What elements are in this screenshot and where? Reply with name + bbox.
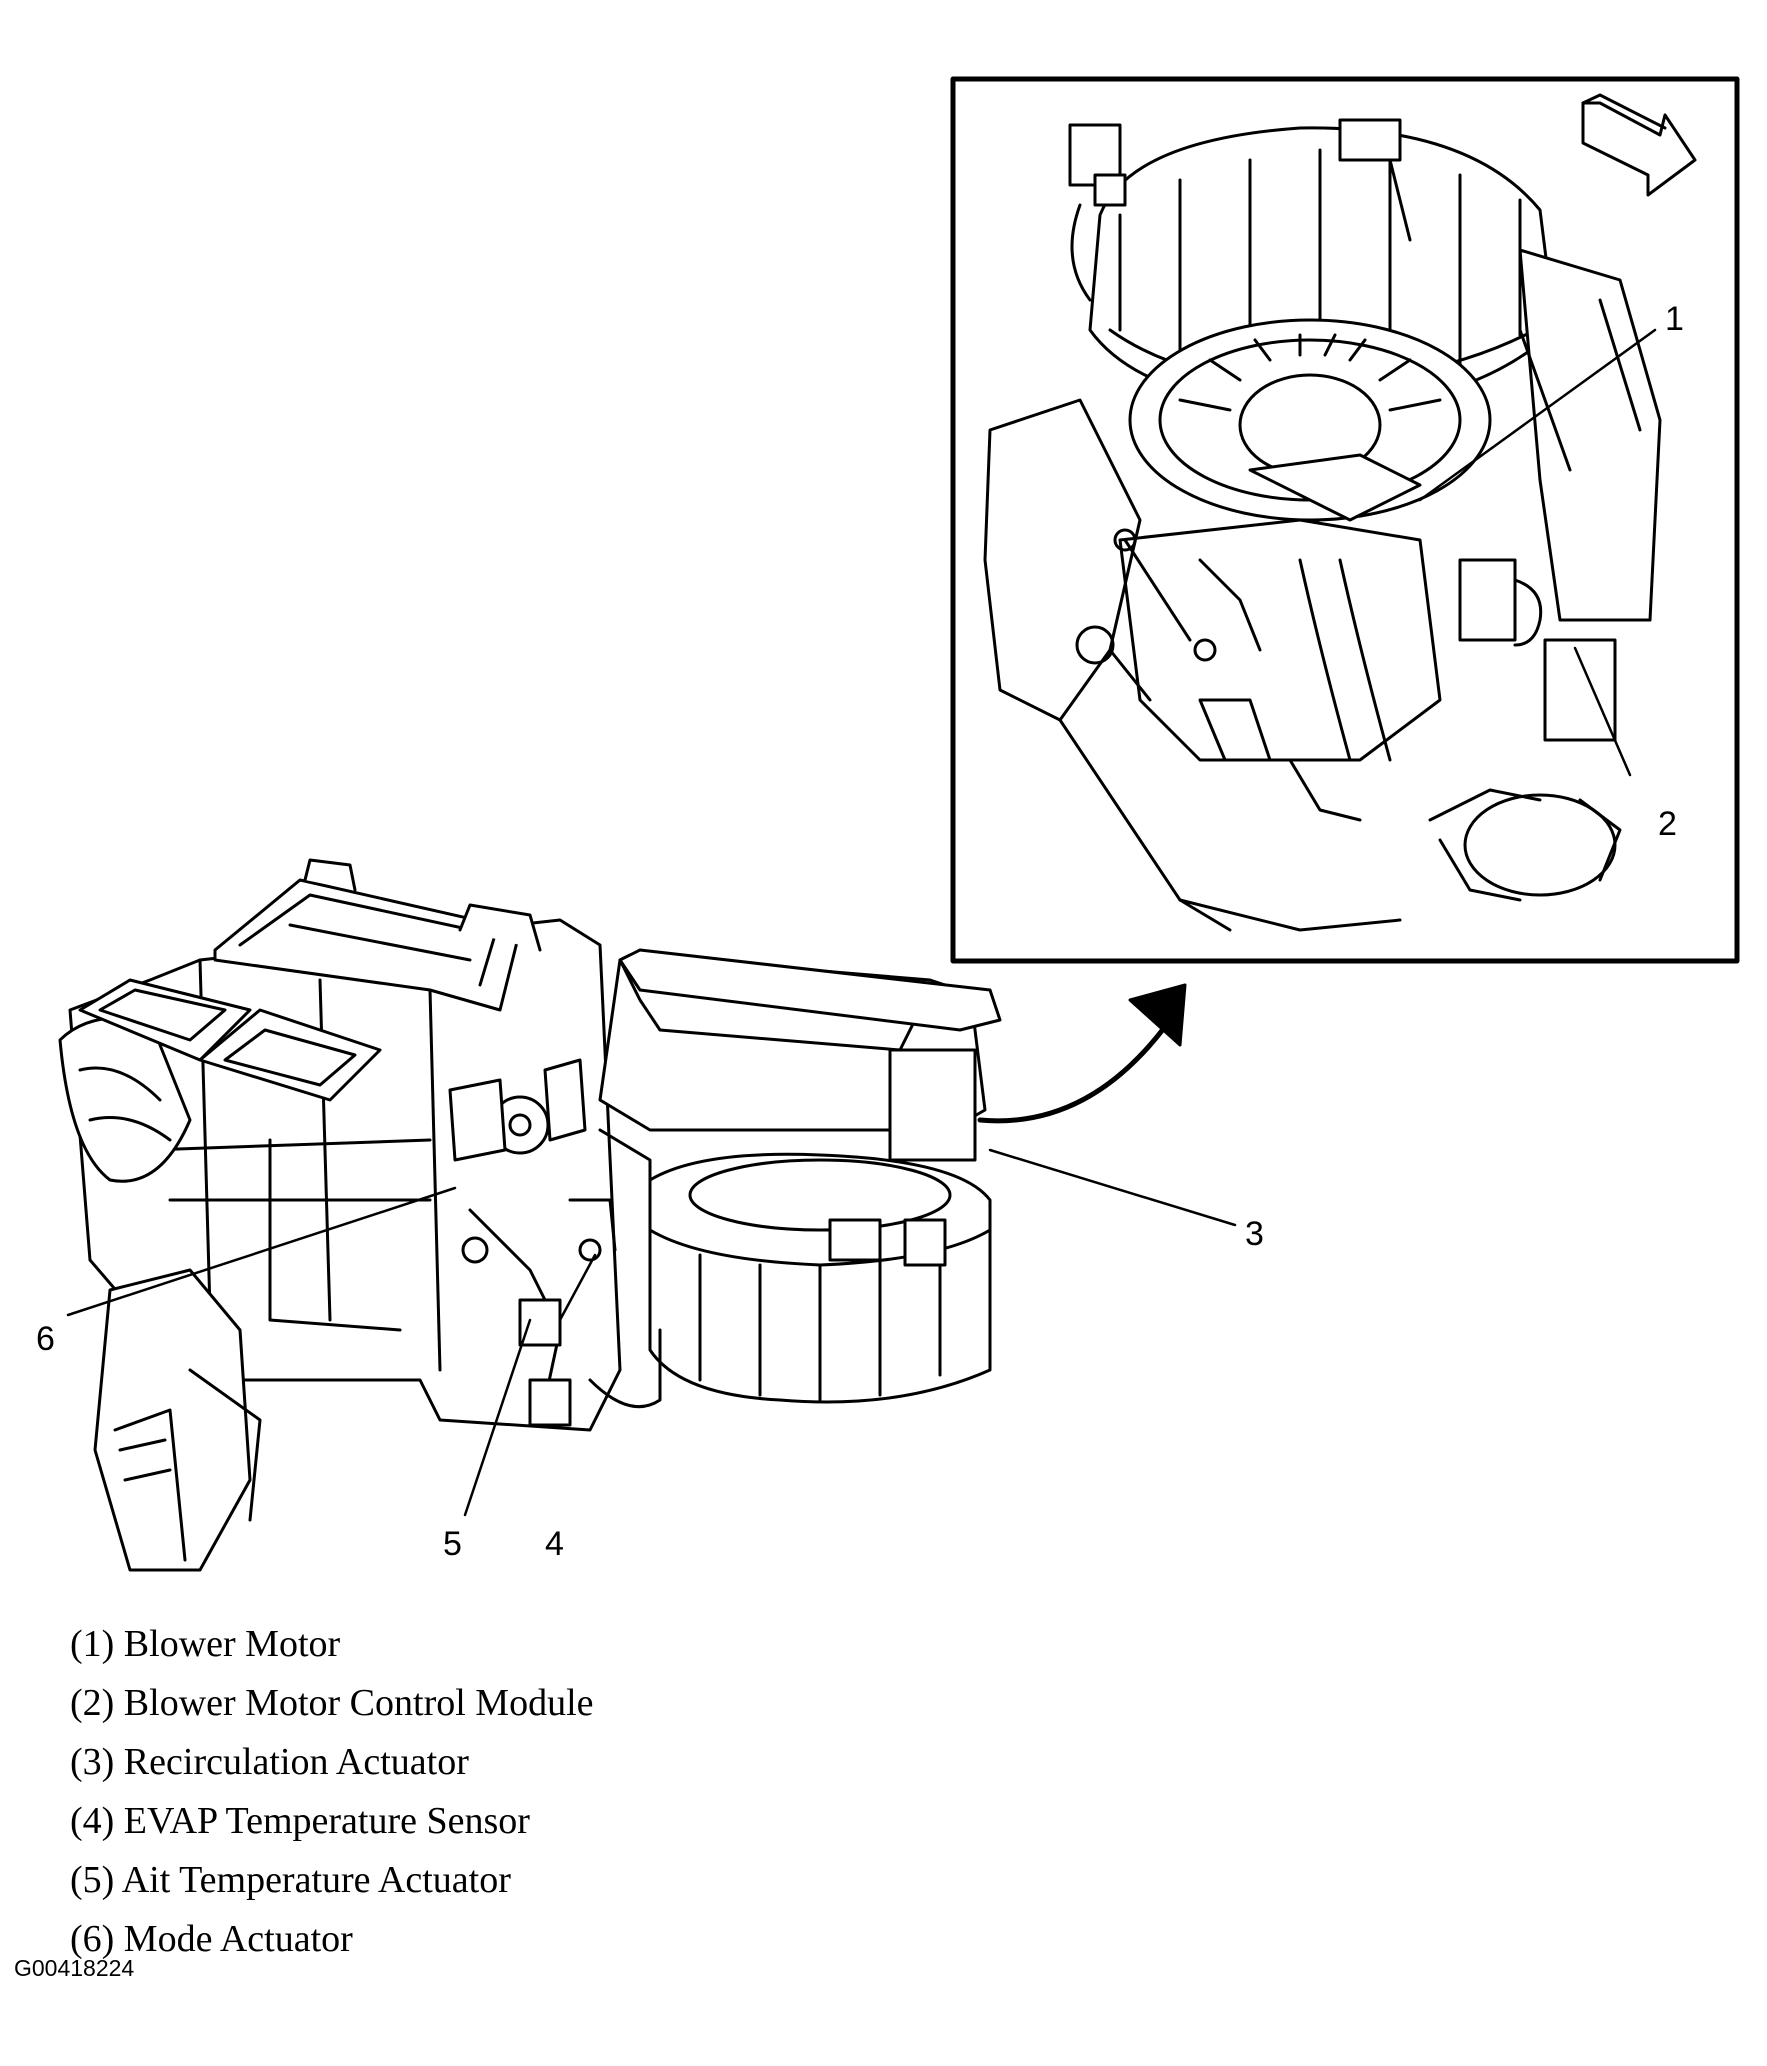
detail-inset bbox=[950, 76, 1740, 964]
inset-connectors bbox=[1068, 118, 1412, 302]
defrost-outlet bbox=[213, 878, 522, 1012]
leader-5 bbox=[463, 1318, 532, 1517]
recirculation-actuator bbox=[888, 1048, 977, 1162]
inset-case-body bbox=[983, 398, 1442, 932]
inset-lower-blower bbox=[1428, 788, 1622, 902]
vent-outlet-left bbox=[78, 978, 252, 1062]
callout-4: 4 bbox=[545, 1525, 564, 1563]
figure-id: G00418224 bbox=[14, 1955, 135, 1981]
parts-legend: (1) Blower Motor (2) Blower Motor Contro… bbox=[70, 1615, 594, 1969]
leader-6 bbox=[66, 1186, 457, 1317]
leader-lines bbox=[66, 328, 1657, 1517]
callout-labels: 1 2 3 4 5 6 bbox=[36, 300, 1684, 1563]
leader-2 bbox=[1573, 646, 1632, 777]
blower-assembly bbox=[588, 948, 1002, 1409]
leader-4 bbox=[558, 1253, 597, 1322]
legend-item: (4) EVAP Temperature Sensor bbox=[70, 1800, 530, 1842]
main-hvac-assembly bbox=[58, 858, 1187, 1572]
pointer-arrowhead bbox=[1128, 983, 1187, 1047]
direction-arrow-icon bbox=[1581, 93, 1697, 197]
callout-2: 2 bbox=[1658, 805, 1677, 843]
actuators-cluster bbox=[448, 1058, 587, 1427]
legend-item: (5) Ait Temperature Actuator bbox=[70, 1859, 511, 1901]
inset-blower-housing bbox=[1088, 126, 1557, 522]
leader-3 bbox=[988, 1148, 1237, 1227]
legend-item: (6) Mode Actuator bbox=[70, 1918, 353, 1960]
vent-outlet-center bbox=[198, 1008, 382, 1102]
inset-linkage bbox=[1113, 528, 1362, 822]
callout-5: 5 bbox=[443, 1525, 462, 1563]
callout-6: 6 bbox=[36, 1320, 55, 1358]
leader-1 bbox=[1418, 328, 1657, 502]
legend-item: (1) Blower Motor bbox=[70, 1623, 341, 1665]
detail-pointer-arrow bbox=[977, 1017, 1173, 1124]
callout-3: 3 bbox=[1245, 1215, 1264, 1253]
callout-1: 1 bbox=[1665, 300, 1684, 338]
inset-frame bbox=[950, 76, 1740, 964]
legend-item: (2) Blower Motor Control Module bbox=[70, 1682, 594, 1724]
legend-item: (3) Recirculation Actuator bbox=[70, 1741, 469, 1783]
